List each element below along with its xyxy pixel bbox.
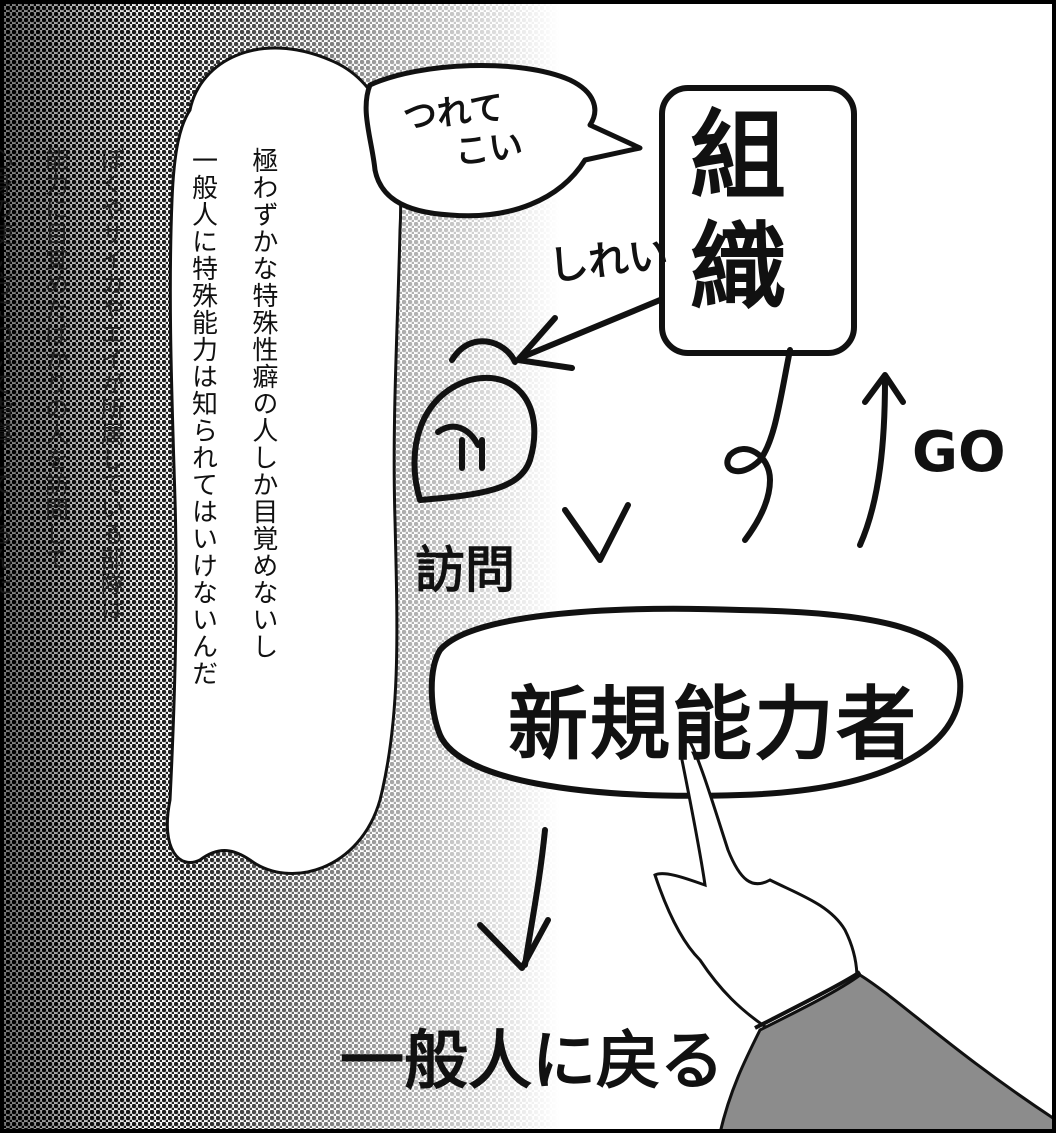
org-box xyxy=(659,85,857,356)
return-arrow xyxy=(522,827,548,968)
go-label: GO xyxy=(912,420,1006,485)
narration-dark-line-1: ぼくやサイカやエイが所属している部隊は xyxy=(96,146,125,622)
pointing-hand xyxy=(653,739,1056,1133)
visit-label: 訪問 xyxy=(415,541,515,599)
order-arrow xyxy=(517,297,663,361)
character-doodle xyxy=(411,338,538,503)
visit-arrow xyxy=(562,502,631,563)
return-label: 一般人に戻る xyxy=(340,1025,724,1099)
org-label-char-1: 組 xyxy=(690,100,786,212)
new-user-label: 新規能力者 xyxy=(508,678,918,771)
narration-bubble-text: 極わずかな特殊性癖の人しか目覚めないし 一般人に特殊能力は知られてはいけないんだ xyxy=(157,110,308,830)
go-arrow xyxy=(857,377,888,548)
narration-dark-line-3: 心身の使い方について指導しているんだ xyxy=(0,146,13,597)
org-label: 組 織 xyxy=(690,100,786,324)
narration-bubble-line-1: 極わずかな特殊性癖の人しか目覚めないし xyxy=(247,147,278,661)
new-user-oval xyxy=(428,605,964,799)
org-label-char-2: 織 xyxy=(690,212,786,324)
narration-dark-line-2: 能力に目覚めたばかりの人を訪問して xyxy=(40,146,69,572)
narration-bubble-line-2: 一般人に特殊能力は知られてはいけないんだ xyxy=(187,147,218,688)
speech-text: つれて こい xyxy=(401,86,525,178)
speech-bubble xyxy=(363,62,643,219)
down-curl-arrow xyxy=(724,347,793,543)
narration-dark: ぼくやサイカやエイが所属している部隊は 能力に目覚めたばかりの人を訪問して 心身… xyxy=(0,112,151,1072)
